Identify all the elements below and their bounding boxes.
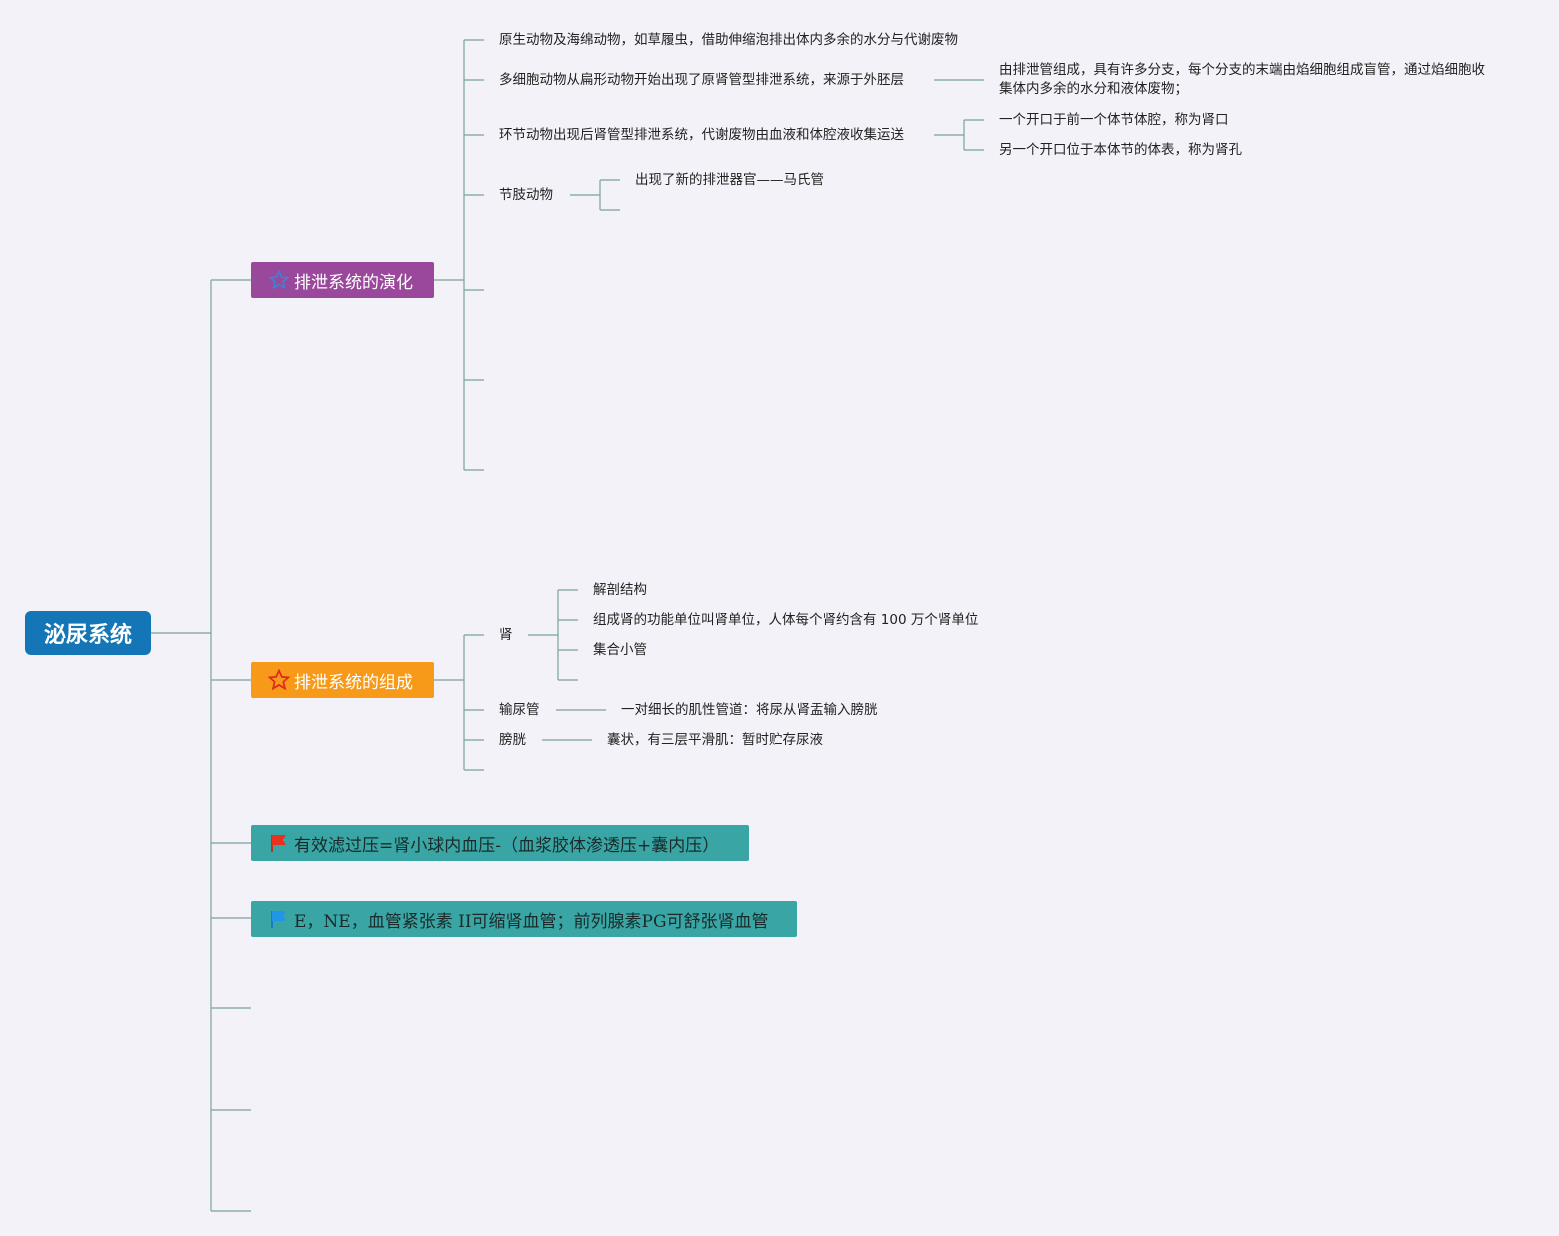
connector xyxy=(934,119,984,151)
arthropoda-malpighian[interactable]: 出现了新的排泄器官——马氏管 xyxy=(635,172,824,188)
ureter-detail[interactable]: 一对细长的肌性管道：将尿从肾盂输入膀胱 xyxy=(621,702,878,718)
kidney-nephron[interactable]: 组成肾的功能单位叫肾单位，人体每个肾约含有 100 万个肾单位 xyxy=(593,612,979,628)
kidney-anatomy[interactable]: 解剖结构 xyxy=(593,582,647,598)
protonephridia-detail[interactable]: 由排泄管组成，具有许多分支，每个分支的末端由焰细胞组成盲管，通过焰细胞收集体内多… xyxy=(999,62,1485,97)
star-outline-blue-icon xyxy=(267,268,291,292)
kidney-collecting-tubule[interactable]: 集合小管 xyxy=(593,642,647,658)
connector xyxy=(434,635,465,770)
connector xyxy=(434,40,465,470)
evolution-item-metanephridia[interactable]: 环节动物出现后肾管型排泄系统，代谢废物由血液和体腔液收集运送 xyxy=(499,127,904,143)
root-node[interactable]: 泌尿系统 xyxy=(25,611,151,655)
star-outline-red-icon xyxy=(267,668,291,692)
connector xyxy=(211,279,251,1212)
composition-item-ureter[interactable]: 输尿管 xyxy=(499,702,540,718)
branch-label: 有效滤过压=肾小球内血压-（血浆胶体渗透压+囊内压） xyxy=(294,835,720,856)
connector xyxy=(528,589,578,681)
evolution-item-protozoa[interactable]: 原生动物及海绵动物，如草履虫，借助伸缩泡排出体内多余的水分与代谢废物 xyxy=(499,32,958,48)
branch-label: 排泄系统的演化 xyxy=(294,272,413,293)
branch-composition[interactable]: 排泄系统的组成 xyxy=(251,662,434,698)
branch-evolution[interactable]: 排泄系统的演化 xyxy=(251,262,434,298)
evolution-item-arthropoda[interactable]: 节肢动物 xyxy=(499,187,553,203)
branch-label: 排泄系统的组成 xyxy=(294,672,413,693)
branch-vessels[interactable]: E，NE，血管紧张素 II可缩肾血管；前列腺素PG可舒张肾血管 xyxy=(251,901,797,937)
connector xyxy=(570,179,620,211)
bladder-detail[interactable]: 囊状，有三层平滑肌：暂时贮存尿液 xyxy=(607,732,823,748)
connector xyxy=(464,634,484,771)
metanephridia-nephridiopore[interactable]: 另一个开口位于本体节的体表，称为肾孔 xyxy=(999,142,1242,158)
branch-filtration[interactable]: 有效滤过压=肾小球内血压-（血浆胶体渗透压+囊内压） xyxy=(251,825,749,861)
connector xyxy=(464,39,484,471)
connector xyxy=(151,280,212,1211)
composition-item-bladder[interactable]: 膀胱 xyxy=(499,732,526,748)
composition-item-kidney[interactable]: 肾 xyxy=(499,627,513,643)
branch-label: E，NE，血管紧张素 II可缩肾血管；前列腺素PG可舒张肾血管 xyxy=(294,911,769,932)
blue-flag-icon xyxy=(267,907,291,931)
evolution-item-protonephridia[interactable]: 多细胞动物从扁形动物开始出现了原肾管型排泄系统，来源于外胚层 xyxy=(499,72,904,88)
metanephridia-nephrostome[interactable]: 一个开口于前一个体节体腔，称为肾口 xyxy=(999,112,1229,128)
red-flag-icon xyxy=(267,831,291,855)
